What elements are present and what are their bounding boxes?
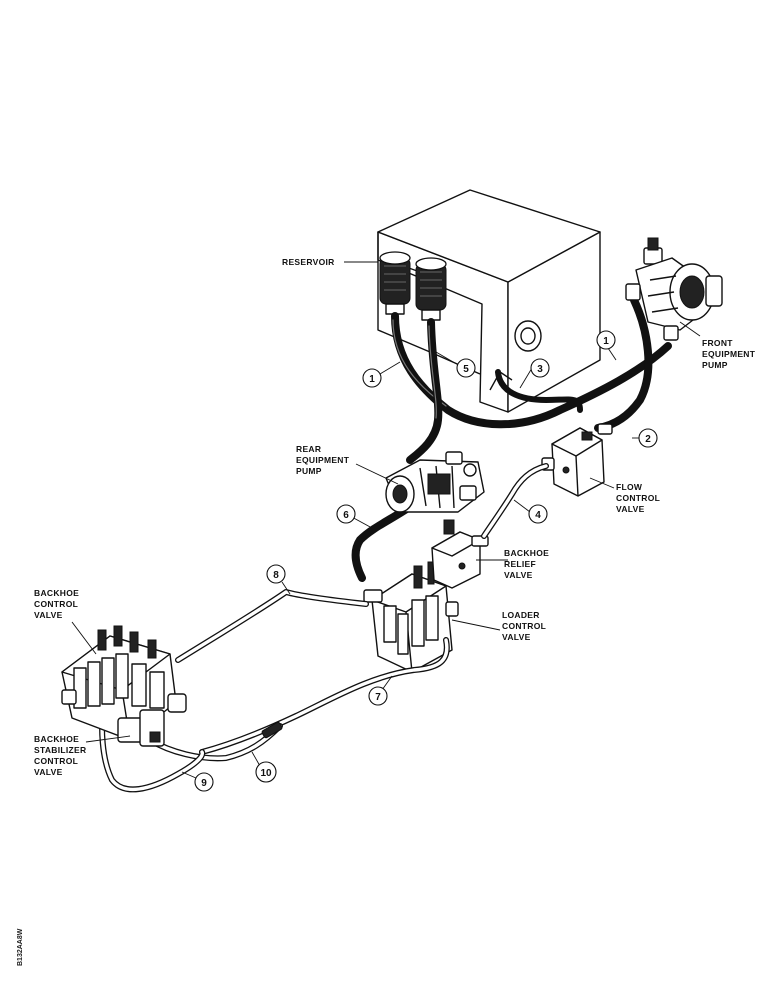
label-loader-valve-2: CONTROL — [502, 621, 546, 631]
label-flow-valve-3: VALVE — [616, 504, 645, 514]
label-rear-pump-2: EQUIPMENT — [296, 455, 350, 465]
label-flow-valve-2: CONTROL — [616, 493, 660, 503]
svg-text:10: 10 — [260, 768, 272, 779]
label-backhoe-valve-1: BACKHOE — [34, 588, 79, 598]
svg-text:5: 5 — [463, 364, 469, 375]
backhoe-stabilizer-control-valve — [117, 709, 165, 747]
svg-text:9: 9 — [201, 778, 207, 789]
callout-9: 9 — [194, 772, 214, 792]
flow-control-valve — [541, 423, 613, 497]
svg-text:1: 1 — [603, 336, 609, 347]
label-backhoe-valve-2: CONTROL — [34, 599, 78, 609]
backhoe-control-valve — [61, 625, 187, 741]
callout-1-left: 1 — [362, 368, 382, 388]
label-backhoe-valve-3: VALVE — [34, 610, 63, 620]
label-loader-valve-1: LOADER — [502, 610, 540, 620]
label-stabilizer-valve-3: CONTROL — [34, 756, 78, 766]
callout-7: 7 — [368, 686, 388, 706]
svg-text:6: 6 — [343, 510, 349, 521]
svg-text:7: 7 — [375, 692, 381, 703]
svg-text:2: 2 — [645, 434, 651, 445]
label-reservoir: RESERVOIR — [282, 257, 335, 267]
callout-10: 10 — [255, 761, 277, 783]
callout-6: 6 — [336, 504, 356, 524]
reference-code: B132AA8W — [17, 928, 24, 966]
label-rear-pump-3: PUMP — [296, 466, 322, 476]
svg-text:4: 4 — [535, 510, 541, 521]
rear-equipment-pump — [385, 451, 485, 513]
callout-5: 5 — [456, 358, 476, 378]
reservoir-filter-left — [379, 251, 411, 315]
callout-3: 3 — [530, 358, 550, 378]
label-stabilizer-valve-2: STABILIZER — [34, 745, 86, 755]
callouts: 1 5 3 1 2 4 6 8 — [194, 330, 658, 792]
callout-2: 2 — [638, 428, 658, 448]
backhoe-relief-valve — [431, 519, 489, 589]
svg-text:3: 3 — [537, 364, 543, 375]
svg-text:8: 8 — [273, 570, 279, 581]
svg-text:1: 1 — [369, 374, 375, 385]
label-relief-valve-2: RELIEF — [504, 559, 536, 569]
label-front-pump-2: EQUIPMENT — [702, 349, 756, 359]
label-relief-valve-3: VALVE — [504, 570, 533, 580]
component-labels: RESERVOIR FRONT EQUIPMENT PUMP REAR EQUI… — [34, 257, 756, 777]
reservoir-filter-right — [415, 257, 447, 321]
label-rear-pump-1: REAR — [296, 444, 321, 454]
label-front-pump-1: FRONT — [702, 338, 733, 348]
tubes — [99, 463, 549, 793]
label-loader-valve-3: VALVE — [502, 632, 531, 642]
front-equipment-pump — [625, 237, 723, 341]
label-relief-valve-1: BACKHOE — [504, 548, 549, 558]
callout-4: 4 — [528, 504, 548, 524]
callout-1-right: 1 — [596, 330, 616, 350]
label-front-pump-3: PUMP — [702, 360, 728, 370]
loader-control-valve — [363, 561, 459, 673]
label-stabilizer-valve-4: VALVE — [34, 767, 63, 777]
callout-8: 8 — [266, 564, 286, 584]
label-flow-valve-1: FLOW — [616, 482, 643, 492]
label-stabilizer-valve-1: BACKHOE — [34, 734, 79, 744]
hoses — [351, 296, 672, 582]
